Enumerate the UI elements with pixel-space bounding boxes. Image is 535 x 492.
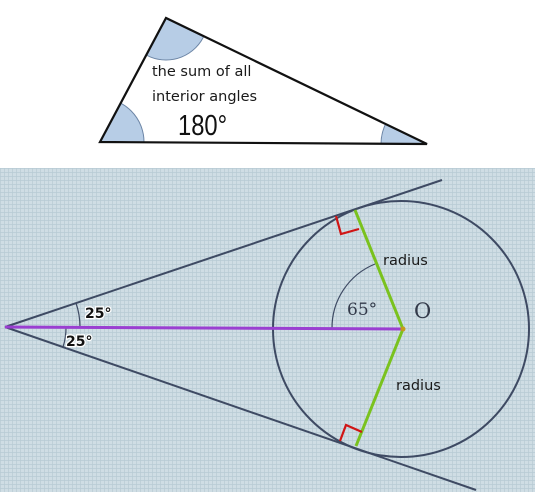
radius-label-upper: radius bbox=[383, 253, 428, 269]
triangle-caption-line1: the sum of all bbox=[152, 64, 251, 80]
angle-sum-label: 180° bbox=[178, 109, 227, 142]
angle-label-lower: 25° bbox=[66, 334, 92, 350]
angle-arc-top bbox=[124, 18, 208, 60]
triangle-outline bbox=[98, 16, 428, 146]
angle-arc-left bbox=[100, 98, 144, 144]
right-angle-marker-upper bbox=[334, 215, 360, 236]
tangent-line-lower bbox=[4, 326, 477, 491]
radius-segment-upper bbox=[353, 209, 405, 330]
center-angle-arc bbox=[331, 263, 376, 330]
tangent-figure: O radius radius 65° 25° 25° bbox=[0, 168, 535, 492]
angle-label-upper: 25° bbox=[85, 306, 111, 322]
center-point bbox=[400, 326, 406, 332]
center-label: O bbox=[414, 299, 431, 323]
apex-to-center-line bbox=[4, 325, 404, 331]
triangle-figure: the sum of all interior angles 180° bbox=[98, 16, 428, 146]
radius-segment-lower bbox=[354, 328, 405, 447]
angle-label-center: 65° bbox=[347, 300, 377, 320]
grid-paper-background bbox=[0, 168, 535, 492]
right-angle-marker-lower bbox=[338, 423, 363, 442]
triangle-caption-line2: interior angles bbox=[152, 89, 257, 105]
radius-label-lower: radius bbox=[396, 378, 441, 394]
